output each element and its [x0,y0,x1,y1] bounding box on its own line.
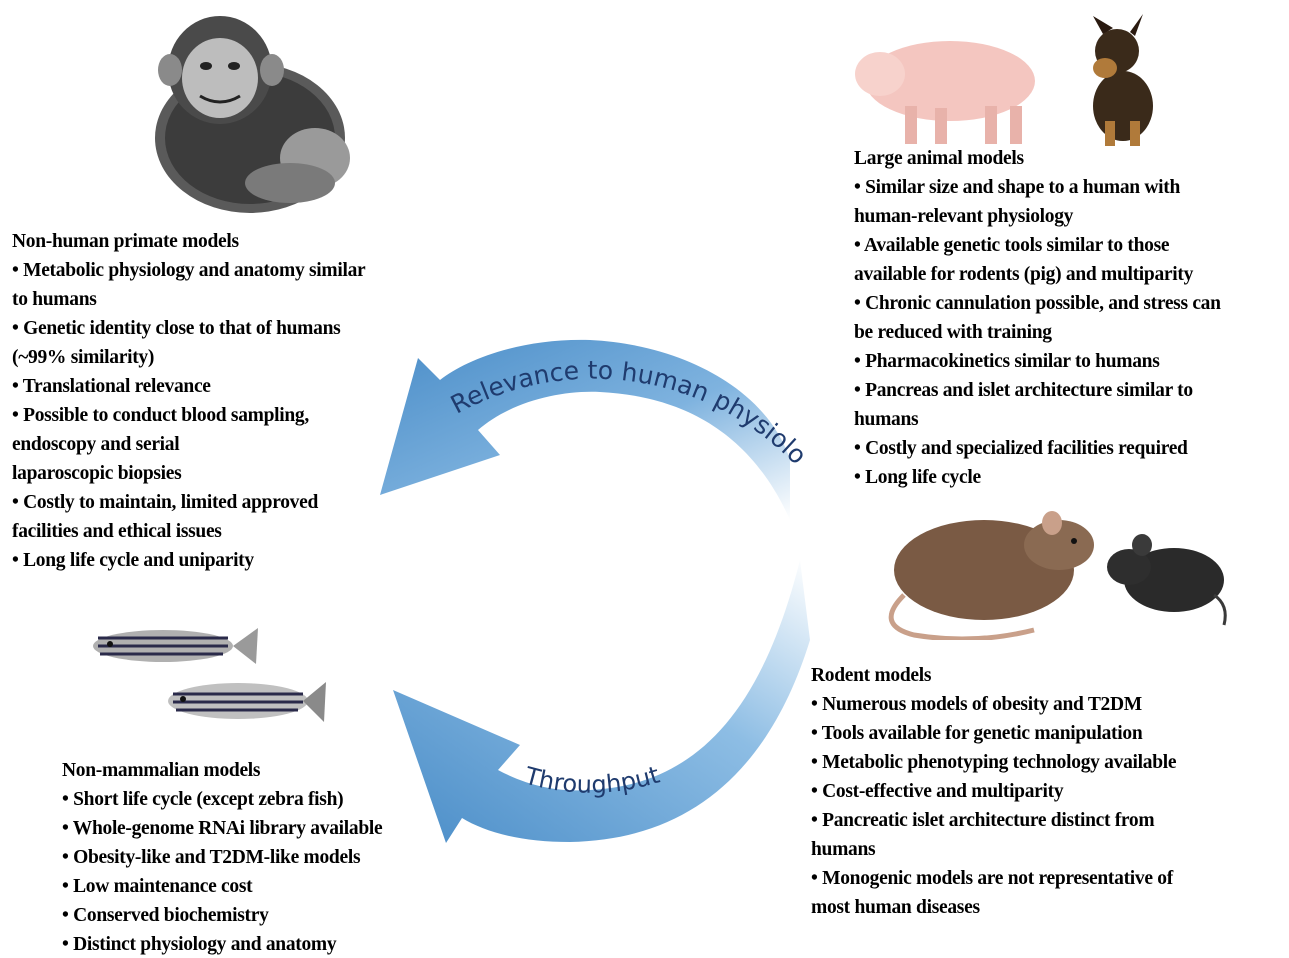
fish-item: • Short life cycle (except zebra fish) [62,785,462,814]
primate-item: (~99% similarity) [12,343,432,372]
large-item: • Pancreas and islet architecture simila… [854,376,1282,405]
rodent-item: • Pancreatic islet architecture distinct… [811,806,1251,835]
non-mammalian-models-text: Non-mammalian models • Short life cycle … [62,756,462,958]
large-item: available for rodents (pig) and multipar… [854,260,1282,289]
throughput-label: Throughput [521,761,663,799]
large-item: human-relevant physiology [854,202,1282,231]
primate-item: • Metabolic physiology and anatomy simil… [12,256,432,285]
large-animal-models-text: Large animal models • Similar size and s… [854,144,1282,492]
primate-item: endoscopy and serial [12,430,432,459]
large-item: • Available genetic tools similar to tho… [854,231,1282,260]
large-heading: Large animal models [854,144,1282,173]
primate-item: • Translational relevance [12,372,432,401]
primate-models-text: Non-human primate models • Metabolic phy… [12,227,432,575]
rodent-item: humans [811,835,1251,864]
primate-item: • Long life cycle and uniparity [12,546,432,575]
large-item: • Costly and specialized facilities requ… [854,434,1282,463]
primate-item: facilities and ethical issues [12,517,432,546]
fish-item: • Distinct physiology and anatomy [62,930,462,958]
large-item: be reduced with training [854,318,1282,347]
primate-item: • Genetic identity close to that of huma… [12,314,432,343]
primate-heading: Non-human primate models [12,227,432,256]
fish-item: • Low maintenance cost [62,872,462,901]
zebrafish-photo [88,606,328,736]
chimpanzee-illustration [140,8,365,218]
rat-and-mouse-photo [884,505,1234,640]
large-item: • Similar size and shape to a human with [854,173,1282,202]
rodent-item: • Tools available for genetic manipulati… [811,719,1251,748]
primate-item: laparoscopic biopsies [12,459,432,488]
rodent-item: • Monogenic models are not representativ… [811,864,1251,893]
primate-item: • Costly to maintain, limited approved [12,488,432,517]
fish-item: • Conserved biochemistry [62,901,462,930]
fish-heading: Non-mammalian models [62,756,462,785]
rodent-models-text: Rodent models • Numerous models of obesi… [811,661,1251,922]
primate-item: to humans [12,285,432,314]
large-item: • Chronic cannulation possible, and stre… [854,289,1282,318]
rodent-heading: Rodent models [811,661,1251,690]
large-item: • Pharmacokinetics similar to humans [854,347,1282,376]
rodent-item: • Cost-effective and multiparity [811,777,1251,806]
large-item: humans [854,405,1282,434]
fish-item: • Whole-genome RNAi library available [62,814,462,843]
pig-and-dog-photo [855,6,1175,148]
primate-item: • Possible to conduct blood sampling, [12,401,432,430]
rodent-item: • Metabolic phenotyping technology avail… [811,748,1251,777]
rodent-item: • Numerous models of obesity and T2DM [811,690,1251,719]
fish-item: • Obesity-like and T2DM-like models [62,843,462,872]
rodent-item: most human diseases [811,893,1251,922]
large-item: • Long life cycle [854,463,1282,492]
